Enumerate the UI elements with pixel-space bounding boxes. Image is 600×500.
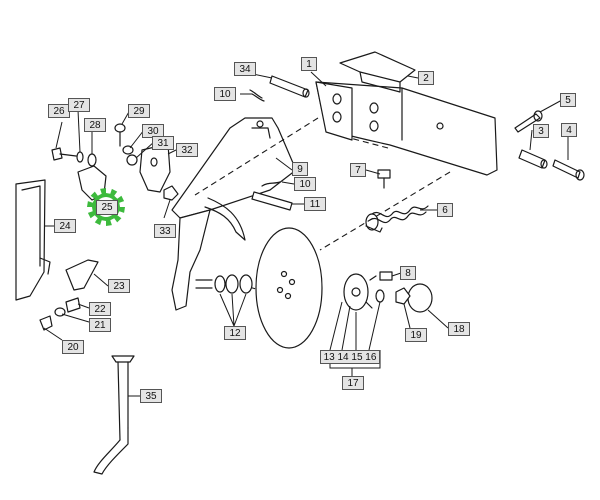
- bolt-26: [51, 147, 77, 161]
- callout-33[interactable]: 33: [154, 224, 176, 238]
- cotter-pin-top: [249, 89, 265, 102]
- top-bracket: [339, 51, 416, 93]
- callout-10-lower[interactable]: 10: [294, 177, 316, 191]
- nut-33: [163, 185, 179, 201]
- callout-13-16[interactable]: 13 14 15 16: [320, 350, 380, 364]
- callout-17[interactable]: 17: [342, 376, 364, 390]
- washer-30: [122, 145, 134, 155]
- callout-25-highlighted[interactable]: 25: [96, 200, 118, 215]
- washer-27: [76, 151, 84, 163]
- callout-12[interactable]: 12: [224, 326, 246, 340]
- bolt-29: [114, 123, 126, 147]
- callout-4[interactable]: 4: [561, 123, 577, 137]
- disc-blade: [255, 227, 323, 349]
- nut-19: [395, 287, 411, 305]
- washers-12: [195, 274, 253, 294]
- callout-29[interactable]: 29: [128, 104, 150, 118]
- pin-34: [269, 75, 310, 98]
- bolt-7: [377, 169, 391, 189]
- hub-assembly: [343, 273, 385, 311]
- pin-11: [251, 191, 293, 211]
- callout-19[interactable]: 19: [405, 328, 427, 342]
- callout-5[interactable]: 5: [560, 93, 576, 107]
- callout-24[interactable]: 24: [54, 219, 76, 233]
- callout-23[interactable]: 23: [108, 279, 130, 293]
- compression-spring: [365, 205, 429, 233]
- callout-28[interactable]: 28: [84, 118, 106, 132]
- callout-9[interactable]: 9: [292, 162, 308, 176]
- plate-22: [65, 297, 81, 313]
- callout-35[interactable]: 35: [140, 389, 162, 403]
- callout-10-top[interactable]: 10: [214, 87, 236, 101]
- callout-1[interactable]: 1: [301, 57, 317, 71]
- bracket-32: [139, 143, 171, 193]
- hub-cap: [407, 283, 433, 313]
- adjusting-arm: [93, 355, 135, 475]
- bolt-4: [552, 159, 585, 181]
- callout-32[interactable]: 32: [176, 143, 198, 157]
- callout-27[interactable]: 27: [68, 98, 90, 112]
- callout-18[interactable]: 18: [448, 322, 470, 336]
- callout-22[interactable]: 22: [89, 302, 111, 316]
- nut-28: [87, 153, 97, 167]
- callout-2[interactable]: 2: [418, 71, 434, 85]
- callout-20[interactable]: 20: [62, 340, 84, 354]
- leader-lines: [43, 69, 569, 397]
- callout-3[interactable]: 3: [533, 124, 549, 138]
- shank-arm: [171, 117, 297, 311]
- callout-11[interactable]: 11: [304, 197, 326, 211]
- callout-6[interactable]: 6: [437, 203, 453, 217]
- cotter-pin-lower: [261, 181, 281, 187]
- callout-7[interactable]: 7: [350, 163, 366, 177]
- bolt-8: [379, 271, 393, 281]
- callout-26[interactable]: 26: [48, 104, 70, 118]
- bushing-3: [518, 149, 548, 169]
- bracket-23: [65, 259, 99, 291]
- nut-31: [126, 154, 138, 166]
- frame-bar: [315, 81, 498, 176]
- callout-31[interactable]: 31: [152, 136, 174, 150]
- callout-8[interactable]: 8: [400, 266, 416, 280]
- callout-34[interactable]: 34: [234, 62, 256, 76]
- bolt-20: [39, 315, 53, 331]
- callout-21[interactable]: 21: [89, 318, 111, 332]
- bolt-5: [514, 110, 543, 133]
- scraper-blade: [15, 179, 51, 301]
